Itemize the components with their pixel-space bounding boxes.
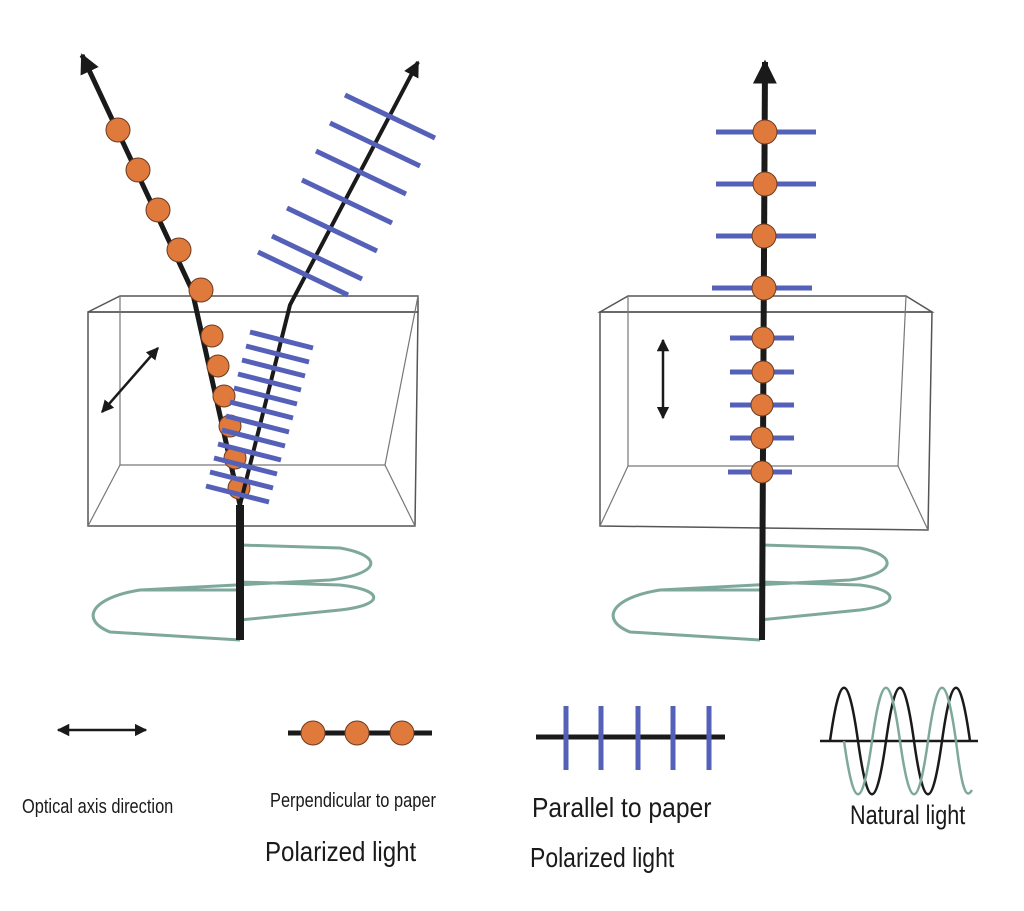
legend-perpendicular-icon (288, 720, 432, 746)
left-extraordinary-bars (205, 92, 437, 505)
parallel-label-line2: Polarized light (530, 842, 675, 873)
left-ordinary-dots (105, 117, 251, 500)
right-combined-ray (752, 59, 777, 641)
parallel-label-line1: Parallel to paper (532, 792, 712, 823)
right-dots (750, 119, 778, 484)
optical-axis-label: Optical axis direction (22, 796, 174, 818)
legend-natural-light-icon (820, 686, 978, 796)
left-natural-light-spiral (91, 543, 373, 642)
perpendicular-label-line2: Polarized light (265, 836, 417, 867)
left-ordinary-ray (79, 53, 243, 506)
left-optical-axis-icon (101, 347, 159, 413)
right-natural-light-spiral (611, 543, 889, 642)
natural-light-label: Natural light (850, 800, 966, 830)
legend-parallel-icon (536, 706, 725, 770)
perpendicular-label-line1: Perpendicular to paper (270, 790, 436, 812)
